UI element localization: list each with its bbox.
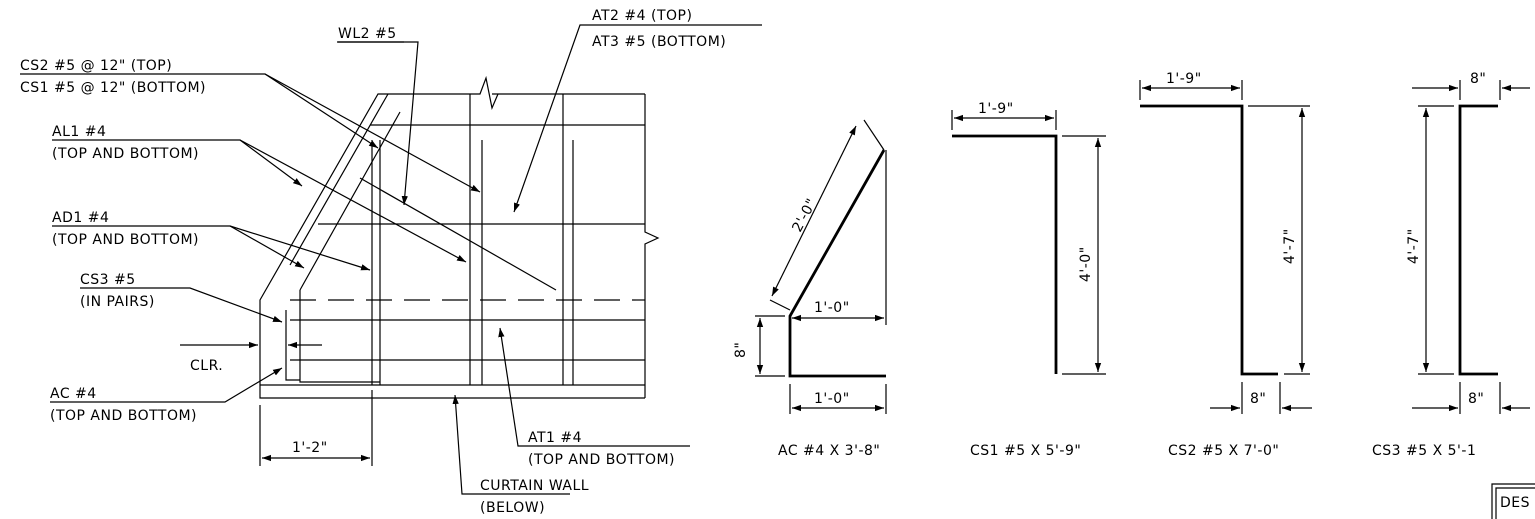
plan-width-value: 1'-2" (292, 440, 328, 456)
title-block-frame (1495, 487, 1535, 519)
cs3-caption: CS3 #5 X 5'-1 (1372, 443, 1476, 459)
title-block-frame-outer (1491, 483, 1535, 519)
ac-bar-inner (299, 290, 380, 383)
ac-leg-label: 1'-0" (814, 300, 850, 316)
cs3-foot-label: 8" (1468, 391, 1484, 407)
slab-outline (259, 93, 645, 399)
cs2-top-label: 1'-9" (1166, 71, 1202, 87)
cs3-height-label: 4'-7" (1406, 228, 1422, 264)
curtain-leader (452, 394, 570, 495)
ac-diag-label: 2'-0" (789, 196, 820, 235)
ac-caption: AC #4 X 3'-8" (778, 443, 880, 459)
al1-note: (TOP AND BOTTOM) (52, 146, 199, 162)
cs3-top-label: 8" (1470, 71, 1486, 87)
cs2-label: CS2 #5 @ 12" (TOP) (20, 58, 172, 74)
at2-leader (513, 24, 762, 213)
at3-label: AT3 #5 (BOTTOM) (592, 34, 726, 50)
al1-leader-b (239, 139, 467, 263)
cs3-bar-detail: 8" 4'-7" 8" CS3 #5 X 5'-1 (1372, 71, 1530, 459)
callout-labels: WL2 #5 CS2 #5 @ 12" (TOP) CS1 #5 @ 12" (… (20, 8, 726, 516)
title-block: DES (1491, 483, 1535, 519)
cs1-top-label: 1'-9" (978, 101, 1014, 117)
ad1-bar-outer (289, 93, 389, 266)
ac-leader (50, 367, 283, 403)
ac-bar-shape (788, 149, 886, 378)
ac-base-label: 1'-0" (814, 391, 850, 407)
ac-diag-dim (771, 125, 857, 297)
ad1-label: AD1 #4 (52, 210, 109, 226)
wl2-leader (337, 41, 419, 206)
cs3-leader (80, 287, 283, 323)
cs2-foot-label: 8" (1250, 391, 1266, 407)
cs1-label: CS1 #5 @ 12" (BOTTOM) (20, 80, 206, 96)
break-symbol-top (472, 75, 499, 111)
cs3-note: (IN PAIRS) (80, 294, 155, 310)
curtain-label: CURTAIN WALL (480, 478, 589, 494)
break-symbol-right (644, 226, 660, 250)
clr-note: CLR. (190, 358, 223, 374)
ac-bar-detail: 2'-0" 1'-0" 8" 1'-0" AC #4 X 3'-8" (733, 119, 887, 459)
al1-bar (359, 177, 557, 291)
cs3-label: CS3 #5 (80, 272, 136, 288)
at1-leader (498, 327, 690, 447)
ad1-note: (TOP AND BOTTOM) (52, 232, 199, 248)
cs2-bar-detail: 1'-9" 4'-7" 8" CS2 #5 X 7'-0" (1139, 71, 1312, 459)
at1-label: AT1 #4 (528, 430, 582, 446)
at2-label: AT2 #4 (TOP) (592, 8, 692, 24)
cs1-bar-detail: 1'-9" 4'-0" CS1 #5 X 5'-9" (951, 101, 1106, 459)
ac-ext-2 (863, 119, 885, 151)
cs3-bar-shape (1458, 104, 1498, 376)
cs2-height-label: 4'-7" (1282, 228, 1298, 264)
title-block-label: DES (1500, 495, 1530, 511)
cs2-caption: CS2 #5 X 7'-0" (1168, 443, 1279, 459)
curtain-note: (BELOW) (480, 500, 545, 516)
wl2-label: WL2 #5 (338, 26, 397, 42)
ac-note: (TOP AND BOTTOM) (50, 408, 197, 424)
cs1-height-label: 4'-0" (1078, 246, 1094, 282)
al1-label: AL1 #4 (52, 124, 106, 140)
cs2-leader-b (264, 73, 481, 193)
ad1-bar-inner (299, 111, 401, 291)
cs1-caption: CS1 #5 X 5'-9" (970, 443, 1081, 459)
cs2-bar-shape (1140, 104, 1278, 376)
at1-note: (TOP AND BOTTOM) (528, 452, 675, 468)
ac-bar (285, 310, 300, 381)
ac-height-label: 8" (733, 342, 749, 358)
ad1-leader-b (229, 225, 371, 271)
ac-label: AC #4 (50, 386, 97, 402)
ac-ext-1 (769, 299, 791, 311)
cs1-bar-shape (952, 134, 1058, 374)
